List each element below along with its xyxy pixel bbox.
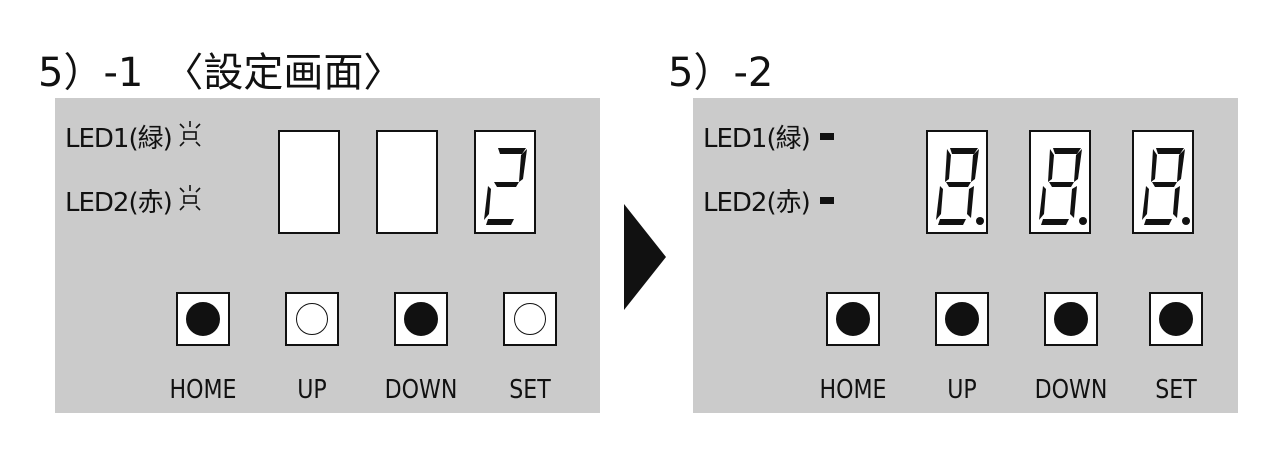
empty-circle-icon [296, 303, 328, 335]
led1-indicator: LED1(緑) [703, 118, 834, 155]
segment-d [486, 219, 514, 225]
arrow-right-icon [624, 204, 666, 310]
segment-g [946, 182, 971, 187]
led1-label: LED1(緑) [65, 124, 173, 154]
filled-circle-icon [1054, 302, 1088, 336]
blink-icon [176, 118, 204, 155]
segment-a [1053, 148, 1081, 154]
segment-a [1156, 148, 1184, 154]
panel-setting-screen: LED1(緑) LED2(赤) HOME UP DOWN SET [55, 98, 600, 413]
button-up[interactable] [935, 292, 989, 346]
filled-circle-icon [186, 302, 220, 336]
segment-a [950, 148, 978, 154]
segment-f [1048, 149, 1054, 182]
segment-e [1039, 186, 1046, 220]
button-label: HOME [169, 375, 237, 405]
seven-segment-display [926, 130, 988, 234]
led2-label: LED2(赤) [703, 188, 811, 218]
led-off-icon [819, 133, 834, 140]
button-label: DOWN [384, 375, 458, 405]
led2-label: LED2(赤) [65, 188, 173, 218]
segment-e [1142, 186, 1149, 220]
segment-d [1144, 219, 1172, 225]
button-down[interactable] [394, 292, 448, 346]
filled-circle-icon [945, 302, 979, 336]
segment-g [1152, 182, 1177, 187]
segment-e [936, 186, 943, 220]
button-home[interactable] [176, 292, 230, 346]
segment-d [938, 219, 966, 225]
panel-result: LED1(緑) LED2(赤) HOME UP DOWN SET [693, 98, 1238, 413]
led-off-icon [819, 197, 834, 204]
button-label: SET [1155, 375, 1197, 405]
seven-segment-display [1132, 130, 1194, 234]
segment-c [1070, 186, 1077, 218]
button-label: UP [297, 375, 327, 405]
button-up[interactable] [285, 292, 339, 346]
segment-g [1049, 182, 1074, 187]
segment-c [967, 186, 974, 218]
segment-f [1151, 149, 1157, 182]
button-label: DOWN [1034, 375, 1108, 405]
segment-g [494, 182, 519, 187]
button-home[interactable] [826, 292, 880, 346]
led1-label: LED1(緑) [703, 124, 811, 154]
button-down[interactable] [1044, 292, 1098, 346]
button-label: SET [509, 375, 551, 405]
segment-e [484, 186, 491, 220]
seven-segment-display [376, 130, 438, 234]
led2-indicator: LED2(赤) [703, 182, 834, 219]
seven-segment-display [278, 130, 340, 234]
segment-a [498, 148, 526, 154]
filled-circle-icon [836, 302, 870, 336]
filled-circle-icon [404, 302, 438, 336]
filled-circle-icon [1159, 302, 1193, 336]
seven-segment-display [474, 130, 536, 234]
empty-circle-icon [514, 303, 546, 335]
button-label: HOME [819, 375, 887, 405]
decimal-point [976, 217, 984, 225]
segment-b [1074, 149, 1082, 182]
decimal-point [1182, 217, 1190, 225]
button-label: UP [947, 375, 977, 405]
segment-b [519, 149, 527, 182]
seven-segment-display [1029, 130, 1091, 234]
right-title: 5）-2 [668, 50, 774, 96]
segment-d [1041, 219, 1069, 225]
left-title: 5）-1 〈設定画面〉 [38, 50, 404, 96]
button-set[interactable] [1149, 292, 1203, 346]
segment-c [1173, 186, 1180, 218]
button-set[interactable] [503, 292, 557, 346]
segment-b [971, 149, 979, 182]
led2-indicator: LED2(赤) [65, 182, 204, 219]
blink-icon [176, 182, 204, 219]
segment-f [945, 149, 951, 182]
led1-indicator: LED1(緑) [65, 118, 204, 155]
segment-b [1177, 149, 1185, 182]
decimal-point [1079, 217, 1087, 225]
